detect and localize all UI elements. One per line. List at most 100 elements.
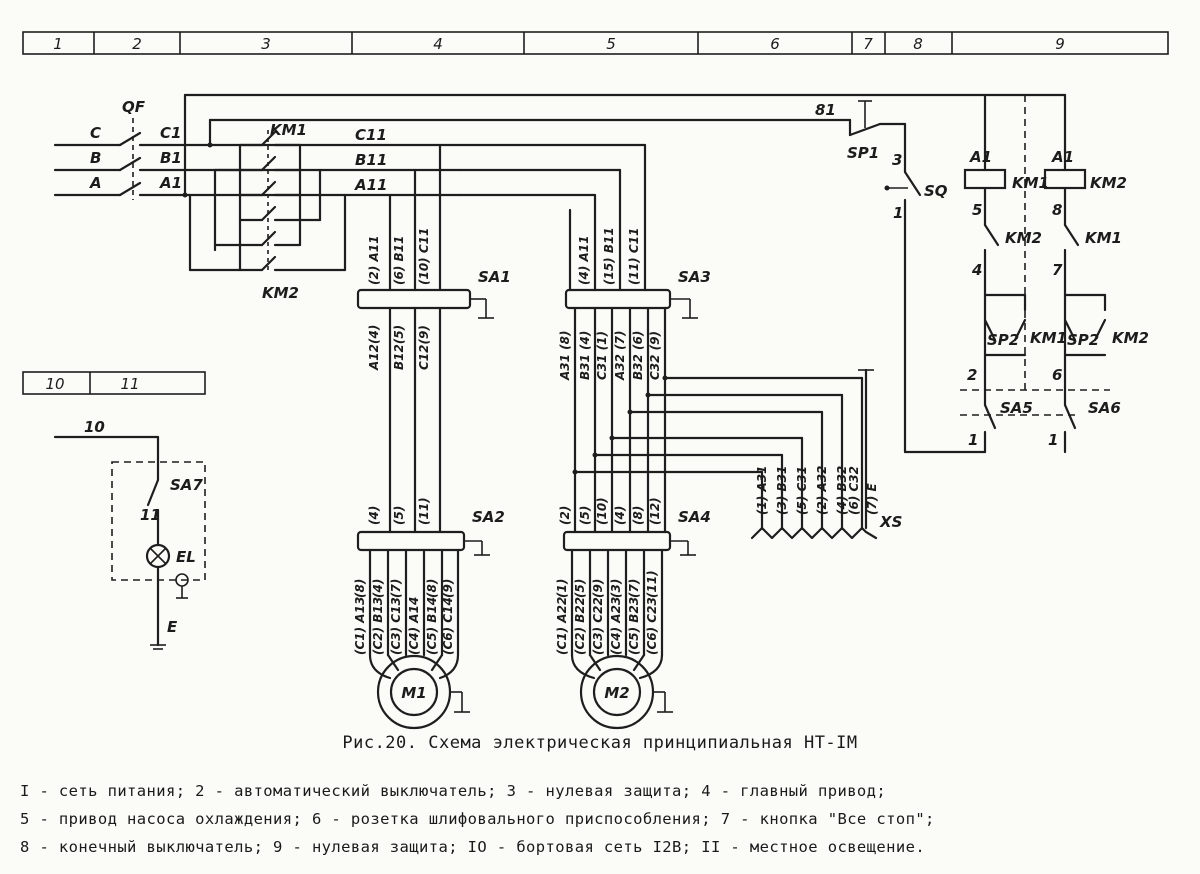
sp2-label: SP2 xyxy=(987,331,1019,349)
km2-label: KM2 xyxy=(262,284,299,302)
sa4-in-2: (5) xyxy=(578,506,592,525)
sa4-switch xyxy=(562,530,672,552)
coil2-a1-label: A1 xyxy=(1051,148,1074,166)
legend-line-2: 5 - привод насоса охлаждения; 6 - розетк… xyxy=(20,810,935,828)
a1-label: A1 xyxy=(159,174,182,192)
contact-km1-label: KM1 xyxy=(1085,229,1122,247)
sa6-label: SA6 xyxy=(1088,399,1121,417)
m1-wire-4: (C4) A14 xyxy=(407,597,421,655)
sa5-label: SA5 xyxy=(1000,399,1033,417)
zone-3: 3 xyxy=(261,35,271,53)
sa3-out-1: A31 (8) xyxy=(558,331,572,381)
sq-label: SQ xyxy=(924,182,948,200)
sa3-out-5: B32 (6) xyxy=(631,331,645,380)
zone-4: 4 xyxy=(433,35,443,53)
sa4-in-5: (8) xyxy=(631,506,645,525)
sa1-out-a: A12(4) xyxy=(367,325,381,371)
xs-socket: (1) A31 (3) B31 (5) C31 (2) A32 (4) B32 … xyxy=(750,368,902,540)
zone-5: 5 xyxy=(606,35,616,53)
figure-caption: Рис.20. Схема электрическая принципиальн… xyxy=(342,733,858,753)
m1-label: M1 xyxy=(401,684,426,702)
sp1-label: SP1 xyxy=(847,144,879,162)
sa3-in-b: (15) B11 xyxy=(602,227,616,285)
sa2-out-5: (9) xyxy=(441,579,455,598)
wire-1-label: 1 xyxy=(893,204,903,222)
xs-pin-4: (2) A32 xyxy=(815,466,829,515)
qf-label: QF xyxy=(122,98,146,116)
sa4-out-2: (5) xyxy=(573,579,587,598)
c1-label: C1 xyxy=(160,124,181,142)
b11-label: B11 xyxy=(355,151,387,169)
xs-pin-6: (6) C32 xyxy=(847,466,861,515)
wire-3-label: 3 xyxy=(892,151,902,169)
m2-wire-1: (C1) A22 xyxy=(555,597,569,655)
sa1-out-c: C12(9) xyxy=(417,325,431,370)
xs-pin-1: (1) A31 xyxy=(755,466,769,515)
m1-wire-5: (C5) B14 xyxy=(425,597,439,655)
zone-9: 9 xyxy=(1055,35,1065,53)
sa4-out-6: (11) xyxy=(645,570,659,598)
m2-wire-4: (C4) A23 xyxy=(609,597,623,655)
zone-header-left: 10 11 xyxy=(22,371,206,395)
sa2-in-b: (5) xyxy=(392,506,406,525)
km1-coil xyxy=(963,168,1007,190)
m1-wire-6: (C6) C14 xyxy=(441,597,455,655)
sa4-out-3: (9) xyxy=(591,579,605,598)
local-lighting: 10 SA7 11 EL E xyxy=(53,418,206,650)
el-label: EL xyxy=(176,548,196,566)
coil2-km2-label: KM2 xyxy=(1090,174,1127,192)
sa2-out-1: (8) xyxy=(353,579,367,598)
sa2-in-a: (4) xyxy=(367,506,381,525)
e-label: E xyxy=(167,618,178,636)
sa4-in-4: (4) xyxy=(613,506,627,525)
zone-header-top: 1 2 3 4 5 6 7 8 9 xyxy=(22,31,1169,55)
sa6-terminal-label: 1 xyxy=(1048,431,1058,449)
xs-pin-3: (5) C31 xyxy=(795,466,809,515)
main-drive-chain: SA1 (2) A11 (6) B11 (10) C11 A12(4) B12(… xyxy=(353,143,511,730)
zone-1: 1 xyxy=(53,35,63,53)
control-circuit: 81 SP1 3 SQ 1 A1 KM1 5 KM2 4 SP2 KM1 2 A… xyxy=(815,93,1149,454)
contact-km2-label: KM2 xyxy=(1005,229,1042,247)
m2-wire-3: (C3) C22 xyxy=(591,597,605,655)
wire-8-label: 8 xyxy=(1052,201,1062,219)
sa4-in-3: (10) xyxy=(595,497,609,525)
sa3-out-6: C32 (9) xyxy=(648,331,662,380)
sa3-in-c: (11) C11 xyxy=(627,228,641,285)
sa4-in-1: (2) xyxy=(558,506,572,525)
coolant-pump-chain: SA3 (4) A11 (15) B11 (11) C11 A31 (8) B3… xyxy=(458,143,864,730)
coil1-km1-label: KM1 xyxy=(1012,174,1049,192)
sa3-in-a: (4) A11 xyxy=(577,236,591,285)
xs-pin-2: (3) B31 xyxy=(775,466,789,515)
a11-label: A11 xyxy=(354,176,387,194)
phase-b-label: B xyxy=(90,149,101,167)
km2-coil xyxy=(1043,168,1087,190)
sa1-in-c: (10) C11 xyxy=(417,228,431,285)
m2-wire-5: (C5) B23 xyxy=(627,597,641,655)
legend-line-3: 8 - конечный выключатель; 9 - нулевая за… xyxy=(20,838,926,856)
sa3-out-3: C31 (1) xyxy=(595,331,609,380)
sp2b-label: SP2 xyxy=(1067,331,1099,349)
sp2-km1-label: KM1 xyxy=(1030,329,1067,347)
sa1-label: SA1 xyxy=(478,268,511,286)
sa2-out-2: (4) xyxy=(371,579,385,598)
sa2-out-3: (7) xyxy=(389,579,403,598)
zone-8: 8 xyxy=(913,35,923,53)
sa3-out-4: A32 (7) xyxy=(613,331,627,381)
wire-4-label: 4 xyxy=(971,261,982,279)
sa2-out-4: (8) xyxy=(425,579,439,598)
b1-label: B1 xyxy=(160,149,182,167)
sa2-in-c: (11) xyxy=(417,497,431,525)
sa4-out-5: (7) xyxy=(627,579,641,598)
xs-pin-7: (7) E xyxy=(865,483,879,515)
zone-11: 11 xyxy=(120,375,139,393)
m1-wire-1: (C1) A13 xyxy=(353,597,367,655)
sa5-terminal-label: 1 xyxy=(968,431,978,449)
sa4-out-4: (3) xyxy=(609,579,623,598)
sa3-out-2: B31 (4) xyxy=(578,331,592,380)
xs-pin-5: (4) B32 xyxy=(835,466,849,515)
wire-5-label: 5 xyxy=(972,201,982,219)
sa3-switch xyxy=(564,288,672,310)
sa4-label: SA4 xyxy=(678,508,711,526)
m2-wire-2: (C2) B22 xyxy=(573,597,587,655)
